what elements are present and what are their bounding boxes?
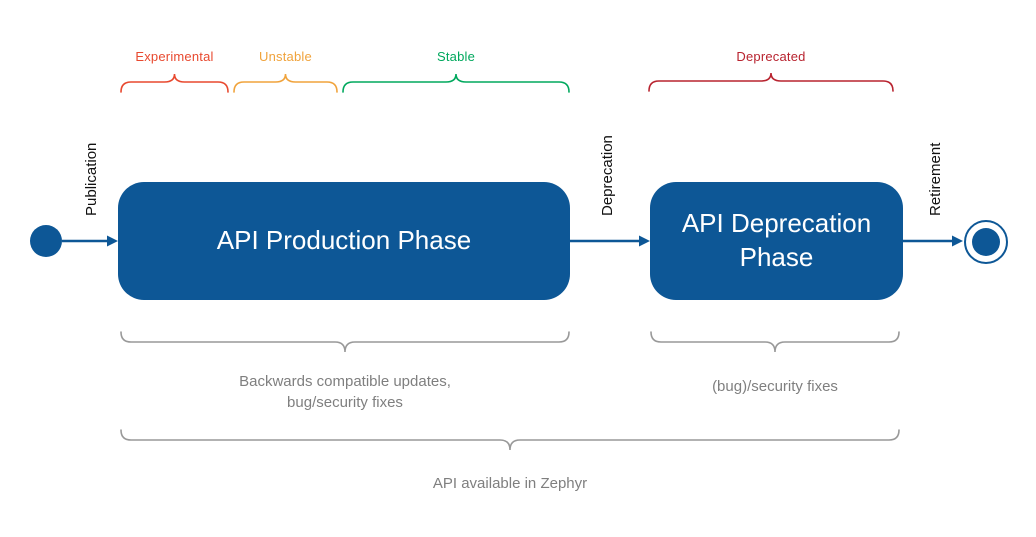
overall-note-brace-icon <box>120 429 900 451</box>
api-production-phase-box: API Production Phase <box>118 182 570 300</box>
deprecation-note-brace-icon <box>650 331 900 353</box>
deprecated-brace-icon <box>648 72 894 92</box>
overall-note: API available in Zephyr <box>432 475 588 492</box>
experimental-brace-icon <box>120 73 229 93</box>
production-note-line1: Backwards compatible updates, <box>239 373 451 390</box>
end-node <box>964 220 1008 264</box>
unstable-brace-icon <box>233 73 338 93</box>
production-note-line2: bug/security fixes <box>287 394 403 411</box>
stable-brace-icon <box>342 73 570 93</box>
production-note-brace-icon <box>120 331 570 353</box>
start-node <box>30 225 62 257</box>
deprecation-arrow-icon <box>570 235 650 247</box>
end-node-inner <box>972 228 1000 256</box>
deprecation-note: (bug)/security fixes <box>712 378 838 395</box>
retirement-arrow-icon <box>903 235 963 247</box>
deprecation-event-label: Deprecation <box>599 135 616 216</box>
retirement-label: Retirement <box>927 142 944 216</box>
publication-arrow-icon <box>62 235 118 247</box>
experimental-label: Experimental <box>135 49 214 64</box>
api-deprecation-phase-text: API Deprecation Phase <box>681 208 872 272</box>
stable-label: Stable <box>436 49 476 64</box>
deprecated-label: Deprecated <box>736 49 806 64</box>
publication-label: Publication <box>83 142 100 216</box>
api-production-phase-text: API Production Phase <box>216 225 472 256</box>
production-note: Backwards compatible updates, bug/securi… <box>120 371 570 413</box>
unstable-label: Unstable <box>259 49 312 64</box>
api-deprecation-phase-box: API Deprecation Phase <box>650 182 903 300</box>
